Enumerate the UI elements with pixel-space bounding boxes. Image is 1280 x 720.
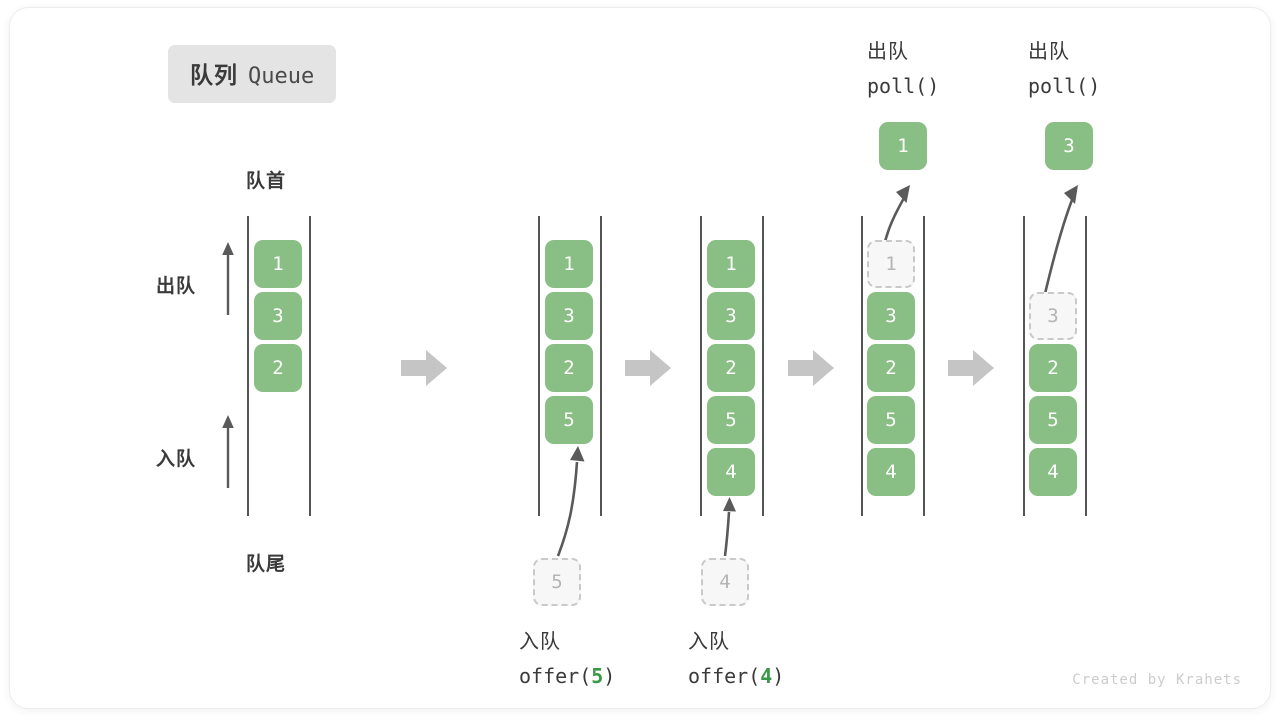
rail-right	[600, 216, 602, 516]
queue-tail-label: 队尾	[246, 554, 287, 575]
code-suffix: )	[927, 74, 940, 98]
caption-cn: 出队	[1028, 41, 1070, 63]
queue-cell: 3	[707, 292, 755, 340]
rail-left	[538, 216, 540, 516]
caption-cn: 出队	[867, 41, 909, 63]
dequeue-side-label: 出队	[156, 276, 197, 297]
queue-cell: 5	[545, 396, 593, 444]
enqueue-arrow-icon	[723, 497, 736, 557]
queue-cell: 2	[867, 344, 915, 392]
caption-cn: 入队	[688, 631, 730, 653]
caption-code: poll()	[867, 69, 939, 103]
rail-right	[762, 216, 764, 516]
step-arrow-icon	[948, 350, 994, 386]
queue-cell: 1	[707, 240, 755, 288]
operation-caption-poll-3: 出队 poll()	[1028, 35, 1100, 103]
dequeue-direction-arrow-icon	[222, 242, 234, 315]
rail-right	[309, 216, 311, 516]
queue-cell: 2	[1029, 344, 1077, 392]
enqueue-side-label: 入队	[156, 449, 197, 470]
step-arrow-icon	[625, 350, 671, 386]
operation-caption-poll-1: 出队 poll()	[867, 35, 939, 103]
code-num: 4	[760, 664, 773, 688]
rail-left	[700, 216, 702, 516]
rail-left	[247, 216, 249, 516]
rail-left	[861, 216, 863, 516]
queue-cell-ghost: 3	[1029, 292, 1077, 340]
queue-cell: 2	[254, 344, 302, 392]
popped-cell: 3	[1045, 122, 1093, 170]
queue-cell: 5	[1029, 396, 1077, 444]
caption-code: poll()	[1028, 69, 1100, 103]
caption-code: offer(5)	[519, 659, 615, 693]
queue-cell: 4	[1029, 448, 1077, 496]
queue-cell: 3	[867, 292, 915, 340]
queue-cell: 1	[254, 240, 302, 288]
enqueue-arrow-icon	[556, 446, 585, 557]
code-suffix: )	[772, 664, 785, 688]
dequeue-arrow-icon	[1042, 185, 1078, 299]
incoming-ghost-cell: 5	[533, 558, 581, 606]
diagram-card: 队列 Queue 队首 队尾 出队 入队 1 3 2 1 3 2 5 5	[10, 8, 1270, 708]
queue-cell: 5	[867, 396, 915, 444]
title-cn: 队列	[190, 62, 238, 88]
step-arrow-icon	[788, 350, 834, 386]
operation-caption-offer-4: 入队 offer(4)	[688, 625, 784, 693]
code-num: 5	[591, 664, 604, 688]
step-arrow-icon	[401, 350, 447, 386]
code-prefix: poll(	[867, 74, 928, 98]
diagram-title-badge: 队列 Queue	[168, 45, 337, 103]
queue-cell: 2	[707, 344, 755, 392]
rail-right	[923, 216, 925, 516]
queue-cell-ghost: 1	[867, 240, 915, 288]
queue-cell: 4	[707, 448, 755, 496]
rail-right	[1085, 216, 1087, 516]
enqueue-direction-arrow-icon	[222, 415, 234, 488]
credit-text: Created by Krahets	[1072, 672, 1242, 688]
code-prefix: offer(	[519, 664, 592, 688]
queue-head-label: 队首	[246, 171, 287, 192]
popped-cell: 1	[879, 122, 927, 170]
queue-cell: 5	[707, 396, 755, 444]
caption-code: offer(4)	[688, 659, 784, 693]
queue-cell: 4	[867, 448, 915, 496]
caption-cn: 入队	[519, 631, 561, 653]
code-suffix: )	[1088, 74, 1101, 98]
dequeue-arrow-icon	[882, 185, 910, 247]
incoming-ghost-cell: 4	[701, 558, 749, 606]
queue-cell: 2	[545, 344, 593, 392]
queue-cell: 3	[545, 292, 593, 340]
operation-caption-offer-5: 入队 offer(5)	[519, 625, 615, 693]
queue-cell: 1	[545, 240, 593, 288]
code-suffix: )	[603, 664, 616, 688]
title-en: Queue	[248, 64, 315, 89]
rail-left	[1023, 216, 1025, 516]
code-prefix: offer(	[688, 664, 761, 688]
queue-cell: 3	[254, 292, 302, 340]
code-prefix: poll(	[1028, 74, 1089, 98]
